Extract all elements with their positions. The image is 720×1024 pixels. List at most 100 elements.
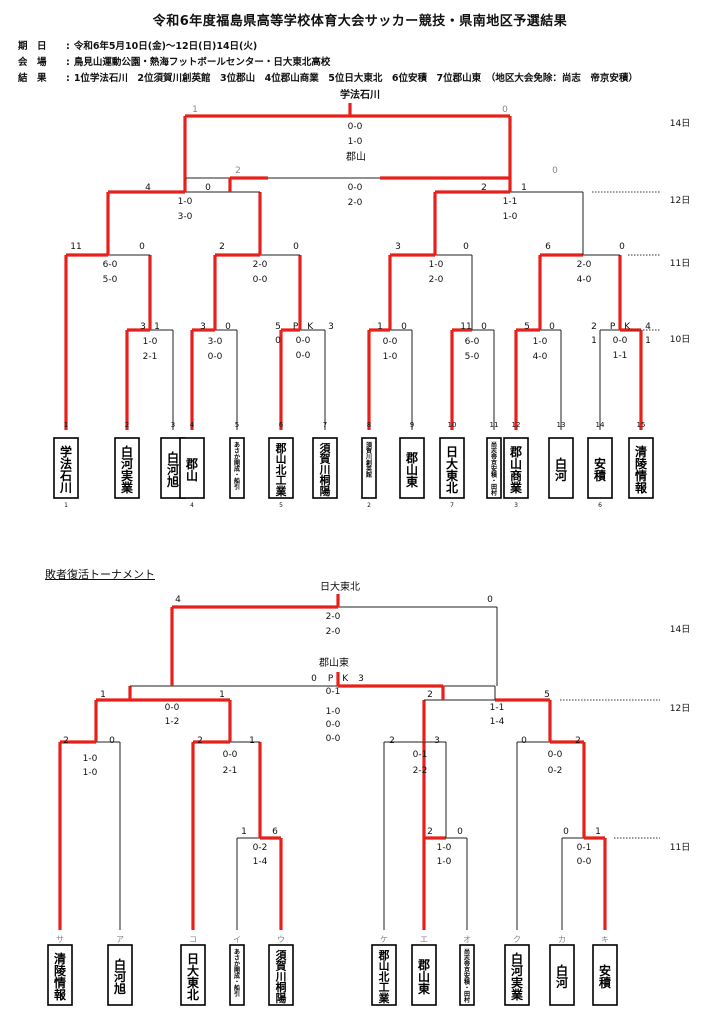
bracket-slot-kana: ク	[513, 935, 521, 944]
team-name-char: 郡	[509, 445, 522, 459]
seed-number: 14	[596, 421, 605, 429]
score-label: 3	[200, 322, 206, 332]
team-name-char: か	[234, 960, 240, 968]
main-team-box	[361, 437, 377, 499]
seed-number: 7	[323, 421, 327, 429]
score-label: 0	[401, 322, 407, 332]
score-label: P K	[610, 322, 631, 332]
team-name-char: 志	[491, 447, 497, 455]
team-name-char: 河	[113, 969, 126, 984]
main-team-name: 学法石川	[59, 444, 72, 495]
score-label: 2	[197, 736, 203, 746]
team-name-char: 白	[121, 444, 133, 459]
score-label: 2-0	[348, 198, 363, 208]
team-name-char: 白	[556, 963, 568, 978]
score-label: 2	[427, 827, 433, 837]
score-label: 0	[275, 336, 281, 346]
score-label: 1-0	[503, 212, 518, 222]
score-label: 1-0	[348, 137, 363, 147]
team-name-char: 尚	[491, 441, 497, 449]
team-name-char: 積	[490, 471, 498, 479]
rep-team-box	[47, 944, 73, 1006]
seed-number: 1	[64, 421, 68, 429]
score-label: 1-0	[437, 843, 452, 853]
team-name-char: 志	[464, 954, 470, 962]
score-label: 0	[293, 242, 299, 252]
team-name-char: 日	[446, 445, 458, 459]
team-name-char: さ	[234, 448, 240, 455]
page-title: 令和6年度福島県高等学校体育大会サッカー競技・県南地区予選結果	[152, 14, 568, 29]
score-label: 4-0	[533, 352, 548, 362]
team-name-char: 東	[446, 468, 458, 483]
main-team-name: 白河	[554, 456, 567, 483]
team-name-char: 陽	[320, 485, 331, 498]
team-name-char: 須	[365, 441, 373, 449]
score-label: 1	[521, 183, 527, 193]
team-name-char: 川	[365, 454, 372, 461]
score-label: 5	[275, 322, 281, 332]
rep-team-box	[504, 944, 530, 1006]
team-name-char: 村	[490, 489, 497, 497]
team-name-char: 白	[167, 450, 179, 465]
score-label: 1-0	[326, 707, 341, 717]
score-label: 1-4	[253, 857, 268, 867]
team-name-char: 業	[510, 987, 524, 1002]
bracket-slot-kana: イ	[233, 935, 241, 944]
main-team-box	[268, 437, 294, 499]
main-team-box	[486, 437, 502, 499]
seed-number: 9	[410, 421, 414, 429]
score-label: 3	[140, 322, 146, 332]
main-team-name: 須賀川創英館	[365, 441, 373, 479]
score-label: 0-0	[208, 352, 223, 362]
team-name-char: ・	[491, 478, 497, 485]
team-name-char: 引	[234, 483, 240, 491]
team-name-char: 積	[463, 978, 471, 986]
score-label: 0-0	[348, 122, 363, 132]
score-label: 2-1	[223, 766, 238, 776]
team-name-char: 業	[509, 480, 523, 495]
team-name-char: 桐	[320, 473, 331, 487]
main-team-box	[114, 437, 140, 499]
score-label: 11	[70, 242, 81, 252]
seed-number: 3	[171, 421, 175, 429]
bracket-slot-kana: オ	[463, 935, 471, 944]
score-label: 5	[544, 690, 550, 700]
team-name-char: 田	[491, 484, 497, 491]
team-name-char: 山	[418, 969, 430, 984]
score-label: 2	[235, 166, 241, 176]
score-label: 1-0	[383, 352, 398, 362]
team-name-char: 白	[511, 951, 523, 966]
score-label: 1-0	[83, 768, 98, 778]
score-label: 4	[645, 322, 651, 332]
score-label: 3	[395, 242, 401, 252]
team-name-char: か	[234, 453, 240, 461]
rep-team-box	[268, 944, 294, 1006]
score-label: 0-1	[577, 843, 592, 853]
main-team-name: 郡山商業	[509, 445, 523, 495]
score-label: 5-0	[103, 275, 118, 285]
team-name-char: 実	[511, 975, 523, 990]
main-team-box	[628, 437, 654, 499]
team-name-char: 大	[187, 963, 199, 978]
score-label: 2-0	[326, 627, 341, 637]
team-name-char: 英	[365, 465, 373, 473]
main-team-box	[399, 437, 425, 499]
score-label: 2-0	[253, 260, 268, 270]
team-name-char: 川	[319, 463, 331, 476]
score-label: 3	[434, 736, 440, 746]
score-label: 0-0	[165, 703, 180, 713]
team-name-char: 清	[635, 444, 647, 459]
score-label: 0	[552, 166, 558, 176]
score-label: 1-0	[83, 754, 98, 764]
team-name-char: 法	[60, 456, 72, 471]
team-name-char: 館	[365, 471, 372, 479]
team-name-char: 河	[555, 975, 568, 990]
rank-number: 7	[450, 502, 454, 509]
rank-number: 4	[190, 502, 194, 509]
score-label: 2-2	[413, 766, 428, 776]
info-date-key: 期 日	[18, 41, 47, 52]
seed-number: 10	[448, 421, 457, 429]
